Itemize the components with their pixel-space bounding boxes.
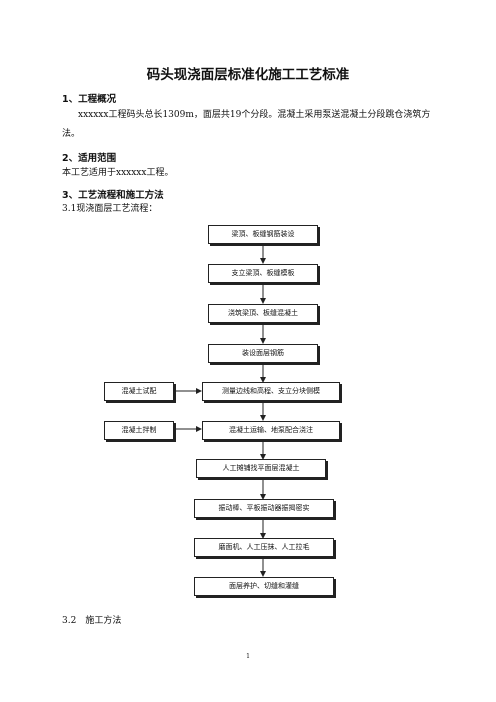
flow-step-6: 混凝土运输、地泵配合浇注 <box>202 421 340 440</box>
flow-step-8: 振动棒、平板振动器振揭密实 <box>194 499 334 518</box>
flow-step-5: 测量边线和高程、支立分块侧模 <box>202 382 340 401</box>
section-3-body: 3.1现浇面层工艺流程： <box>62 204 158 214</box>
section-3-heading: 3、工艺流程和施工方法 <box>62 190 164 201</box>
document-title: 码头现浇面层标准化施工工艺标准 <box>146 67 350 83</box>
flow-step-1: 梁頂、板缝钢筋装设 <box>208 225 318 244</box>
flow-step-4: 装设面层钢筋 <box>208 344 318 363</box>
section-1-body: xxxxxx工程码头总长1309m，面层共19个分段。混凝土采用泵送混凝土分段跳… <box>62 110 431 139</box>
page-number: 1 <box>246 653 250 660</box>
flow-step-9: 磨面机、人工压抹、人工拉毛 <box>194 538 334 557</box>
flow-step-2: 支立梁頂、板缝模板 <box>208 264 318 283</box>
flow-step-3: 浇筑梁頂、板缝混凝土 <box>208 304 318 323</box>
flow-side-1: 混凝土试配 <box>104 382 174 401</box>
subsection-heading: 3.2 施工方法 <box>62 616 122 626</box>
section-1-heading: 1、工程概况 <box>62 94 117 105</box>
section-2-body: 本工艺适用于xxxxxx工程。 <box>62 168 174 178</box>
flow-step-7: 人工摊铺找平面层混凝土 <box>196 459 326 478</box>
section-2-heading: 2、适用范围 <box>62 153 117 164</box>
flow-side-2: 混凝土拌制 <box>104 421 174 440</box>
flow-step-10: 面层养护、切缝和灌缝 <box>194 577 334 596</box>
